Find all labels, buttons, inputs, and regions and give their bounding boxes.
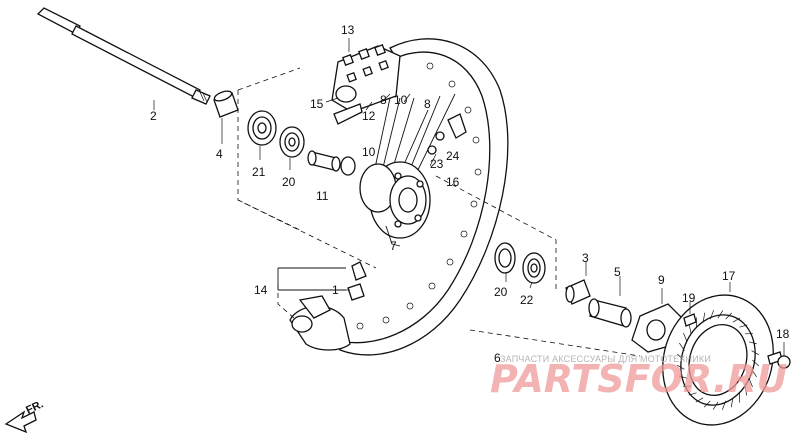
disc-slot — [702, 312, 706, 323]
rim-band — [289, 295, 351, 351]
disc-slot — [739, 324, 748, 328]
distance-collar — [307, 150, 356, 176]
side-collar — [565, 279, 591, 305]
valve-nut — [347, 283, 365, 301]
rim-lock — [331, 44, 401, 125]
part-label-10b: 10 — [362, 145, 376, 159]
part-label-23: 23 — [430, 157, 444, 171]
disc-slot — [751, 369, 757, 378]
bearing-left — [279, 126, 305, 158]
disc-slot — [677, 364, 685, 370]
part-label-7: 7 — [390, 239, 397, 253]
part-label-2: 2 — [150, 109, 157, 123]
front-hub — [359, 161, 431, 247]
brake-disc — [662, 294, 774, 426]
disc-slot — [751, 350, 759, 356]
valve-cap — [351, 261, 367, 281]
assembly-lines — [237, 67, 641, 357]
front-direction-arrow: FR. — [4, 398, 45, 434]
part-label-1: 1 — [332, 283, 339, 297]
part-label-12: 12 — [362, 109, 376, 123]
bolt-set — [427, 113, 467, 155]
part-labels: 13 15 12 8 10 8 10 23 24 16 2 4 21 20 11… — [150, 23, 790, 365]
disc-slot — [703, 400, 711, 408]
part-label-17: 17 — [722, 269, 736, 283]
part-label-20a: 20 — [282, 175, 296, 189]
axle — [36, 7, 211, 105]
hub-bolt — [767, 351, 791, 369]
part-label-19: 19 — [682, 291, 696, 305]
rim — [334, 38, 509, 356]
spacer — [213, 90, 239, 118]
disc-slot — [688, 392, 697, 396]
part-label-11: 11 — [316, 189, 329, 203]
disc-slot — [732, 317, 741, 323]
disc-slot — [683, 332, 688, 342]
part-label-5: 5 — [614, 265, 621, 279]
part-label-8a: 8 — [380, 93, 387, 107]
disc-slot — [712, 401, 719, 410]
axle-spacer-right — [588, 298, 632, 328]
disc-slot — [677, 353, 684, 361]
disc-slot — [730, 397, 734, 408]
watermark-logo: PARTSFOR.RU — [490, 357, 788, 401]
brake-disc-holes — [677, 310, 759, 410]
disc-slot — [679, 375, 688, 379]
disc-slot — [688, 324, 692, 334]
part-label-24: 24 — [446, 149, 460, 163]
disc-slot — [721, 400, 727, 410]
part-label-8b: 8 — [424, 97, 431, 111]
dust-seal-right — [522, 252, 546, 284]
front-direction-label: FR. — [24, 398, 45, 416]
part-label-18: 18 — [776, 327, 790, 341]
bearing-right — [494, 242, 516, 274]
disc-slot — [752, 359, 759, 367]
leader-lines — [153, 38, 785, 356]
part-label-3: 3 — [582, 251, 589, 265]
part-label-4: 4 — [216, 147, 223, 161]
watermark: ЗАПЧАСТИ АКСЕССУАРЫ ДЛЯ МОТОТЕХНИКИ PART… — [490, 354, 788, 401]
disc-bolt — [683, 313, 697, 327]
part-label-20b: 20 — [494, 285, 508, 299]
disc-slot — [679, 342, 685, 351]
disc-slot — [744, 386, 748, 396]
disc-slot — [748, 341, 757, 345]
disc-slot — [709, 310, 715, 320]
part-label-16: 16 — [446, 175, 460, 189]
part-label-13: 13 — [341, 23, 355, 37]
dust-seal-left — [247, 110, 277, 146]
part-label-6: 6 — [494, 351, 501, 365]
disc-slot — [725, 312, 733, 320]
part-label-10a: 10 — [394, 93, 408, 107]
part-label-22: 22 — [520, 293, 534, 307]
part-label-9: 9 — [658, 273, 665, 287]
disc-slot — [717, 310, 724, 319]
watermark-tagline: ЗАПЧАСТИ АКСЕССУАРЫ ДЛЯ МОТОТЕХНИКИ — [500, 354, 711, 364]
part-label-14: 14 — [254, 283, 268, 297]
part-label-15: 15 — [310, 97, 324, 111]
disc-slot — [748, 378, 753, 388]
rim-spoke-holes — [356, 62, 482, 330]
disc-slot — [695, 397, 704, 403]
part-label-21: 21 — [252, 165, 266, 179]
